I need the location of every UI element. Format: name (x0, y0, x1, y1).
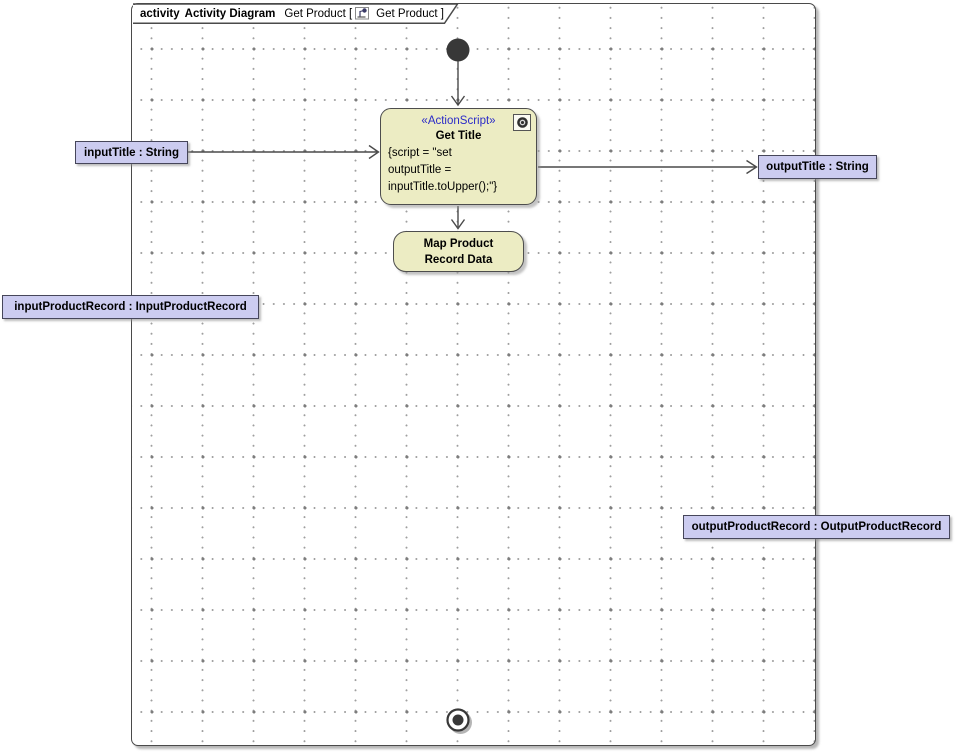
behavior-icon (513, 114, 531, 131)
action-script-body: {script = "set outputTitle = inputTitle.… (388, 147, 498, 193)
frame-keyword: activity (140, 7, 180, 20)
param-output-product-record[interactable]: outputProductRecord : OutputProductRecor… (683, 515, 950, 539)
frame-name: Get Product [ (284, 7, 353, 20)
action-stereotype: «ActionScript» (421, 115, 496, 127)
param-input-product-record[interactable]: inputProductRecord : InputProductRecord (2, 295, 259, 319)
frame-ref: Get Product ] (376, 7, 444, 20)
param-output-title[interactable]: outputTitle : String (758, 155, 877, 179)
frame-title: activity Activity Diagram Get Product [ … (140, 5, 444, 22)
frame-diagram-type: Activity Diagram (184, 7, 276, 20)
action-name: Get Title (435, 130, 482, 142)
action-get-title[interactable]: «ActionScript» Get Title {script = "set … (380, 108, 537, 205)
action-map-product-record-data[interactable]: Map Product Record Data (393, 231, 524, 272)
param-input-title[interactable]: inputTitle : String (75, 141, 188, 164)
frame-tab (133, 3, 459, 24)
diagram-icon (355, 7, 370, 20)
